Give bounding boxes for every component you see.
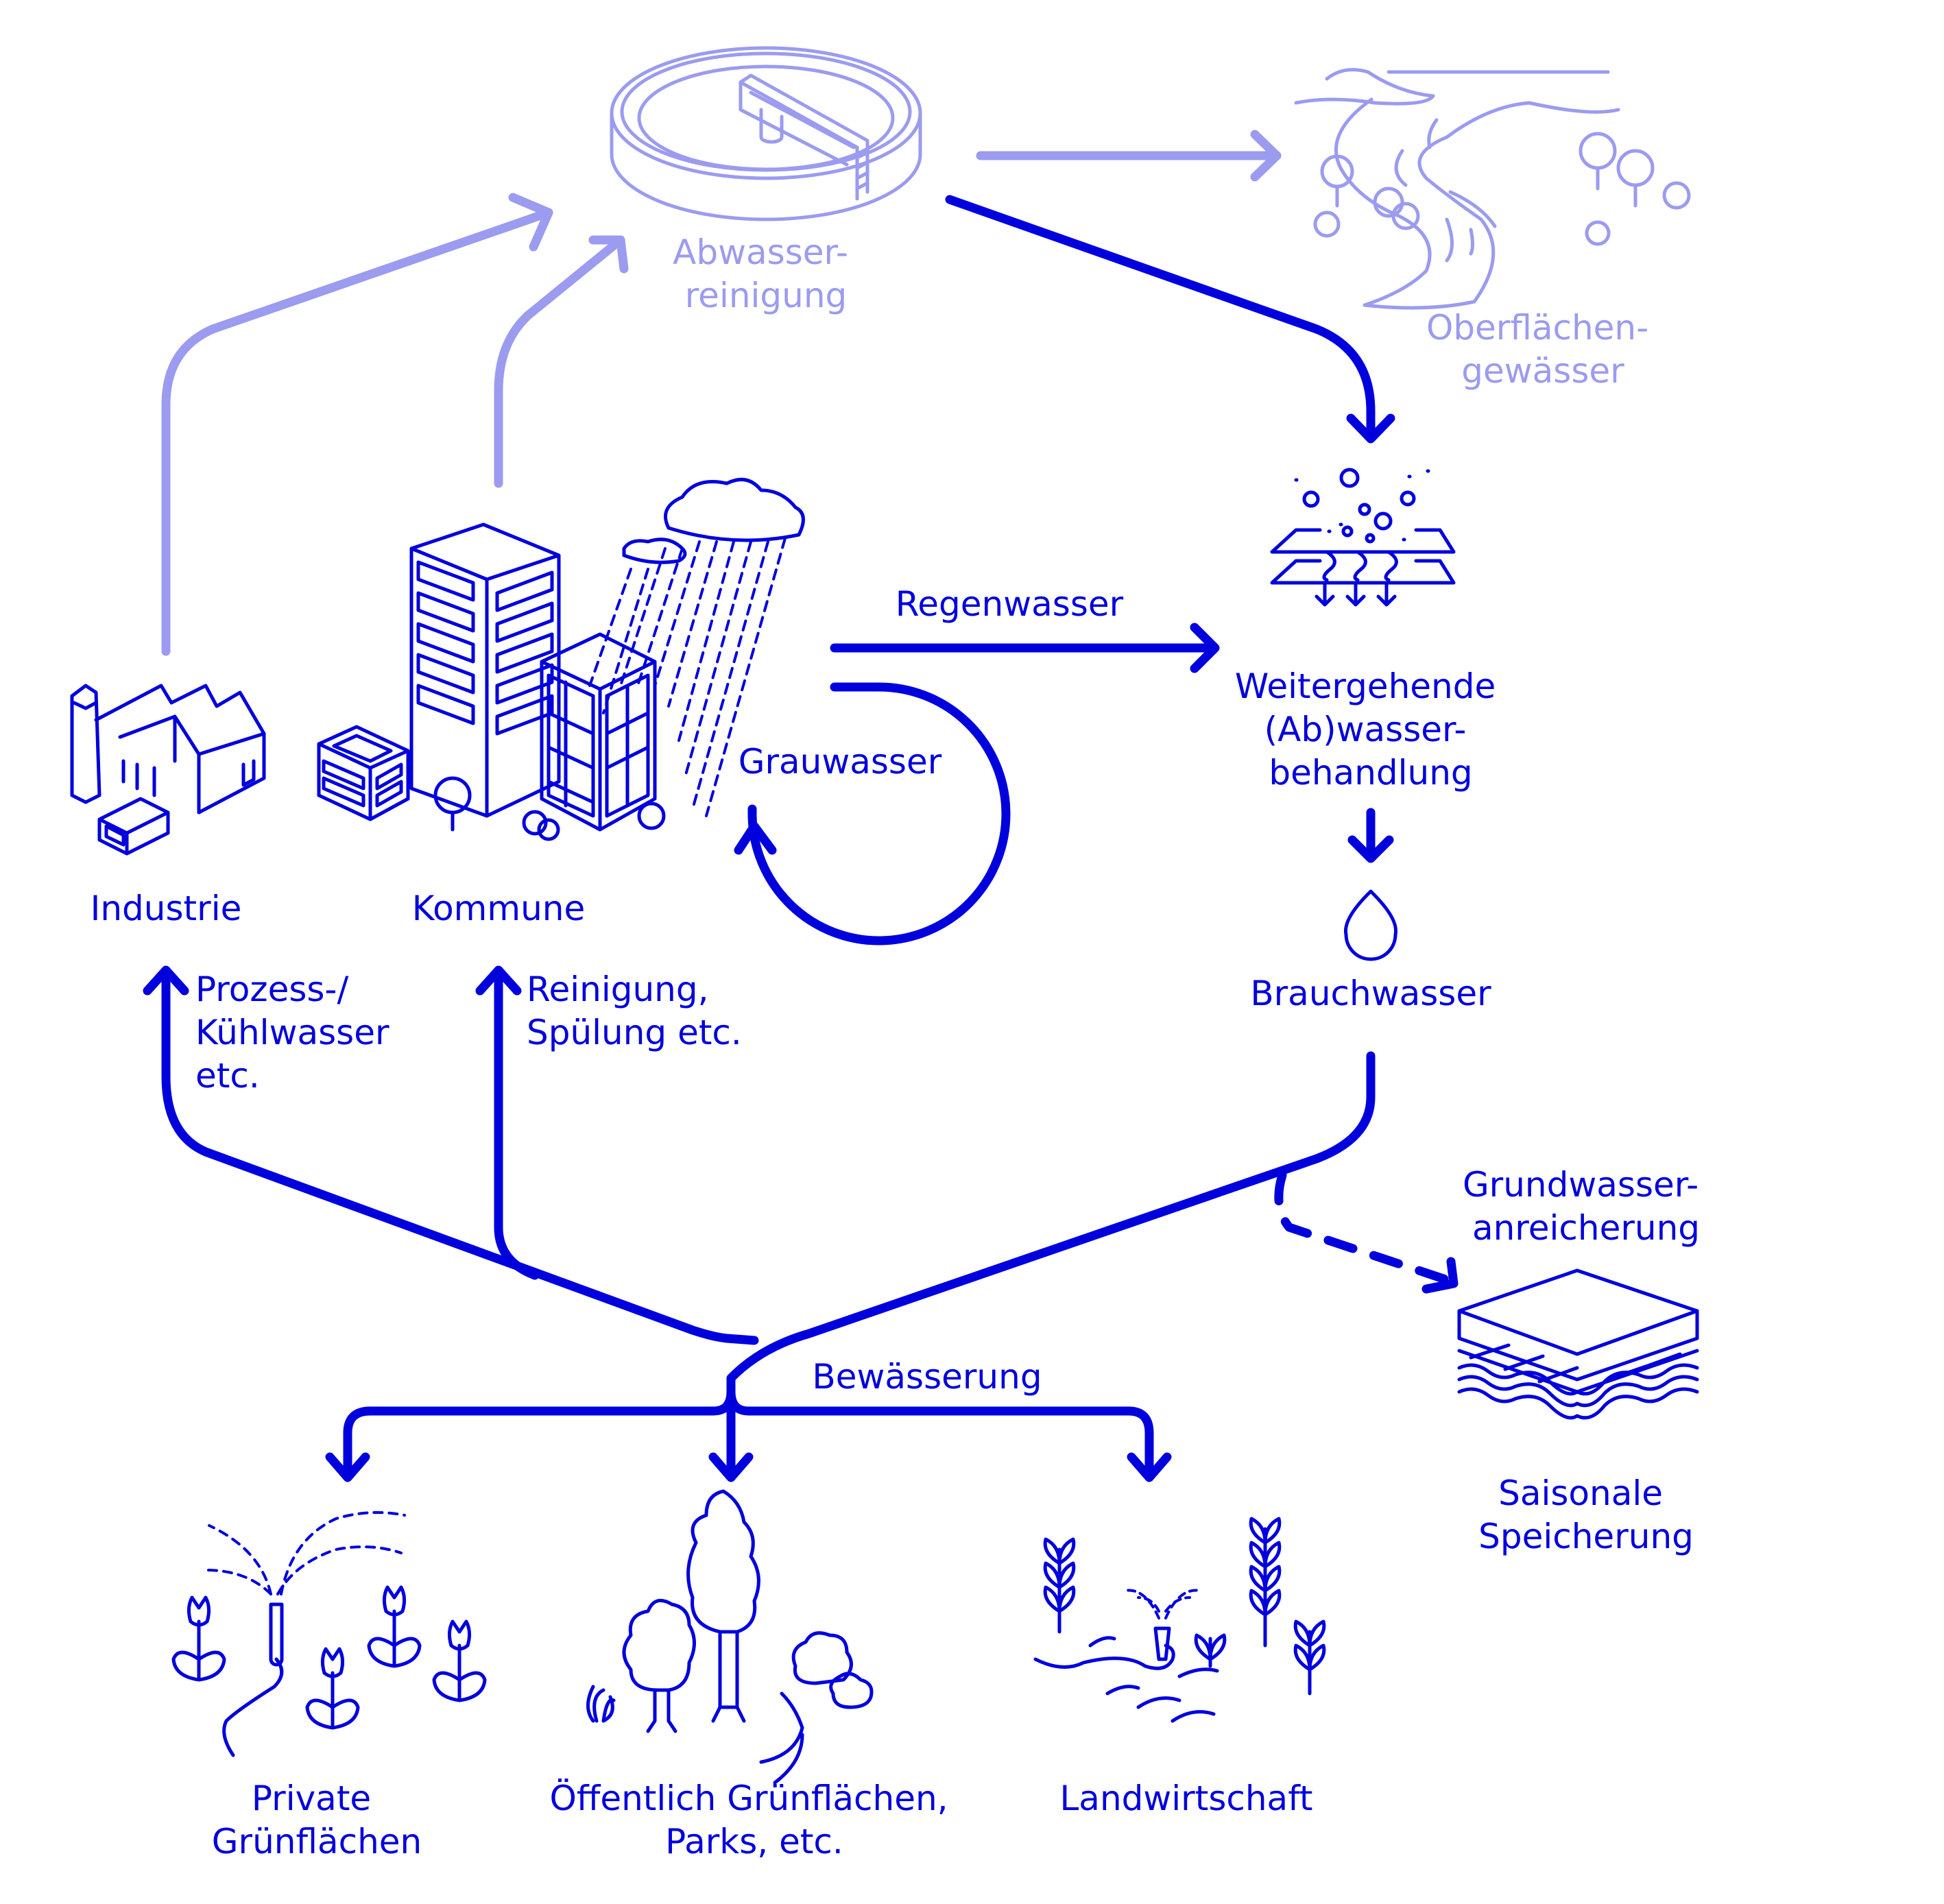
label-weitergehende-behandlung: Weitergehende (Ab)wasser- behandlung <box>1235 666 1507 793</box>
label-private-gruenflaechen: Private Grünflächen <box>212 1779 422 1861</box>
advanced-treatment-filter-icon <box>1270 468 1456 607</box>
flow-abwasser-to-treatment <box>945 195 1395 444</box>
label-bewaesserung: Bewässerung <box>812 1357 1042 1397</box>
label-oeffentlich-gruenflaechen: Öffentlich Grünflächen, Parks, etc. <box>550 1779 959 1861</box>
label-landwirtschaft: Landwirtschaft <box>1059 1779 1312 1818</box>
flow-abwasser-to-river <box>976 130 1282 182</box>
label-kommune: Kommune <box>412 889 585 928</box>
label-abwasserreinigung: Abwasser- reinigung <box>673 232 859 315</box>
label-industrie: Industrie <box>91 889 242 928</box>
label-oberflaechengewaesser: Oberflächen- gewässer <box>1426 308 1659 391</box>
tulip <box>305 1647 360 1730</box>
wheat-stalk <box>1249 1517 1282 1648</box>
flow-groundwater-dashed <box>1274 1170 1459 1294</box>
trees-park-icon <box>586 1489 874 1785</box>
wheat-stalk <box>1293 1619 1326 1696</box>
label-saisonale-speicherung: Saisonale Speicherung <box>1478 1473 1694 1556</box>
river-landscape-icon <box>1294 68 1691 310</box>
sprinkler-tulips-icon <box>171 1511 487 1757</box>
flow-industrie-to-abwasser <box>161 193 553 656</box>
tulip <box>171 1595 226 1682</box>
crops-irrigation-icon <box>1033 1517 1326 1723</box>
label-grauwasser: Grauwasser <box>739 742 942 782</box>
wheat-stalk <box>1043 1537 1076 1634</box>
wheat-stalk <box>1194 1633 1227 1668</box>
tulip <box>367 1585 422 1668</box>
flow-regenwasser-arrow <box>830 623 1220 673</box>
label-reinigung-spuelung: Reinigung, Spülung etc. <box>527 969 742 1052</box>
factory-icon <box>70 684 266 856</box>
water-drop-icon <box>1343 889 1398 961</box>
label-brauchwasser: Brauchwasser <box>1250 974 1491 1013</box>
flow-kommune-to-abwasser <box>494 235 629 488</box>
label-regenwasser: Regenwasser <box>896 584 1124 624</box>
flow-brauchwasser-network <box>143 965 1376 1482</box>
city-buildings-rain-icon <box>317 477 805 841</box>
tulip <box>432 1619 487 1702</box>
label-grundwasseranreicherung: Grundwasser- anreicherung <box>1463 1165 1709 1248</box>
flow-treatment-to-drop <box>1347 808 1394 863</box>
flow-grauwasser-loop <box>734 682 1011 945</box>
wastewater-treatment-basin-icon <box>610 46 922 221</box>
label-prozess-kuehlwasser: Prozess-/ Kühlwasser etc. <box>195 969 400 1096</box>
aquifer-layers-icon <box>1457 1268 1699 1420</box>
